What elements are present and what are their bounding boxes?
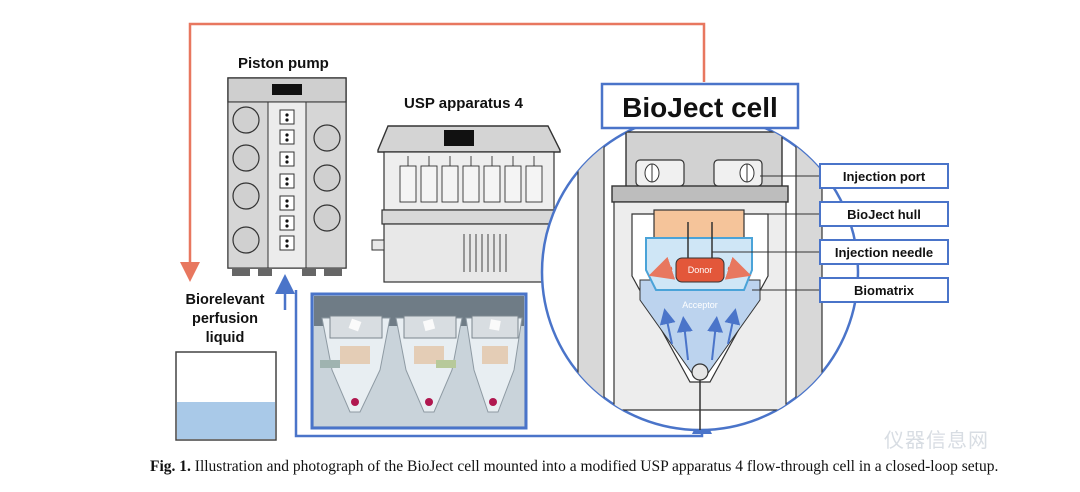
caption-prefix: Fig. 1.	[150, 458, 191, 475]
usp-apparatus-label: USP apparatus 4	[404, 95, 524, 112]
callout-injection-needle: Injection needle	[819, 239, 949, 265]
figure-caption: Fig. 1. Illustration and photograph of t…	[150, 458, 1070, 476]
watermark: 仪器信息网	[884, 428, 989, 452]
cell-photograph	[310, 292, 528, 430]
bioject-title: BioJect cell	[622, 92, 778, 123]
piston-pump	[227, 77, 347, 276]
callout-leaders	[712, 175, 820, 291]
perfusion-label-line1: Biorelevant	[186, 292, 265, 308]
perfusion-label-line2: perfusion	[192, 311, 258, 327]
return-flow-line	[180, 22, 706, 282]
callout-bioject-hull: BioJect hull	[819, 201, 949, 227]
callout-injection-needle-label: Injection needle	[835, 245, 933, 260]
reservoir-beaker	[175, 351, 277, 441]
callout-biomatrix: Biomatrix	[819, 277, 949, 303]
callout-biomatrix-label: Biomatrix	[854, 283, 915, 298]
donor-label: Donor	[688, 265, 713, 275]
usp-apparatus	[371, 125, 561, 283]
callout-injection-port-label: Injection port	[843, 169, 926, 184]
perfusion-label-line3: liquid	[206, 330, 245, 346]
callout-bioject-hull-label: BioJect hull	[847, 207, 921, 222]
callout-injection-port: Injection port	[819, 163, 949, 189]
caption-text: Illustration and photograph of the BioJe…	[190, 458, 999, 475]
acceptor-label: Acceptor	[682, 300, 718, 310]
piston-pump-label: Piston pump	[238, 55, 329, 72]
bioject-title-box	[600, 82, 800, 130]
